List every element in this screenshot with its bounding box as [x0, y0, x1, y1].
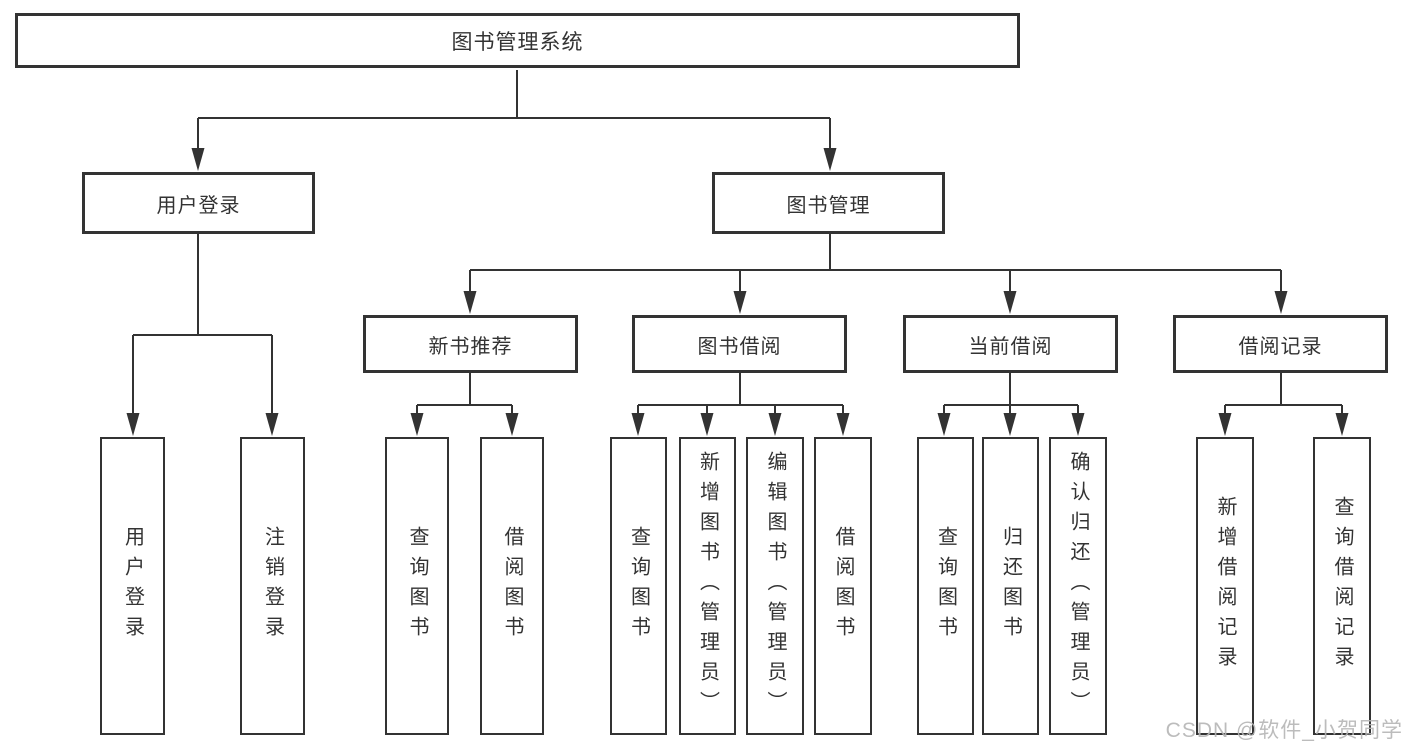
leaf-borrowing-add-book-admin: 新增图书（管理员）: [679, 437, 736, 735]
leaf-current-query-book: 查询图书: [917, 437, 974, 735]
leaf-current-confirm-return-admin: 确认归还（管理员）: [1049, 437, 1107, 735]
leaf-records-query-record: 查询借阅记录: [1313, 437, 1371, 735]
node-new-book-recommend: 新书推荐: [363, 315, 578, 373]
node-user-login: 用户登录: [82, 172, 315, 234]
leaf-logout: 注销登录: [240, 437, 305, 735]
leaf-records-add-record: 新增借阅记录: [1196, 437, 1254, 735]
leaf-borrowing-query-book: 查询图书: [610, 437, 667, 735]
node-borrowing-records: 借阅记录: [1173, 315, 1388, 373]
leaf-recommend-borrow-book: 借阅图书: [480, 437, 544, 735]
node-root: 图书管理系统: [15, 13, 1020, 68]
leaf-borrowing-edit-book-admin: 编辑图书（管理员）: [746, 437, 804, 735]
watermark: CSDN @软件_小贺同学: [1165, 719, 1403, 742]
leaf-user-login: 用户登录: [100, 437, 165, 735]
arrowheads: [126, 148, 1349, 436]
node-book-borrowing: 图书借阅: [632, 315, 847, 373]
leaf-borrowing-borrow-book: 借阅图书: [814, 437, 872, 735]
node-book-management: 图书管理: [712, 172, 945, 234]
leaf-recommend-query-book: 查询图书: [385, 437, 449, 735]
node-current-borrowing: 当前借阅: [903, 315, 1118, 373]
leaf-current-return-book: 归还图书: [982, 437, 1039, 735]
